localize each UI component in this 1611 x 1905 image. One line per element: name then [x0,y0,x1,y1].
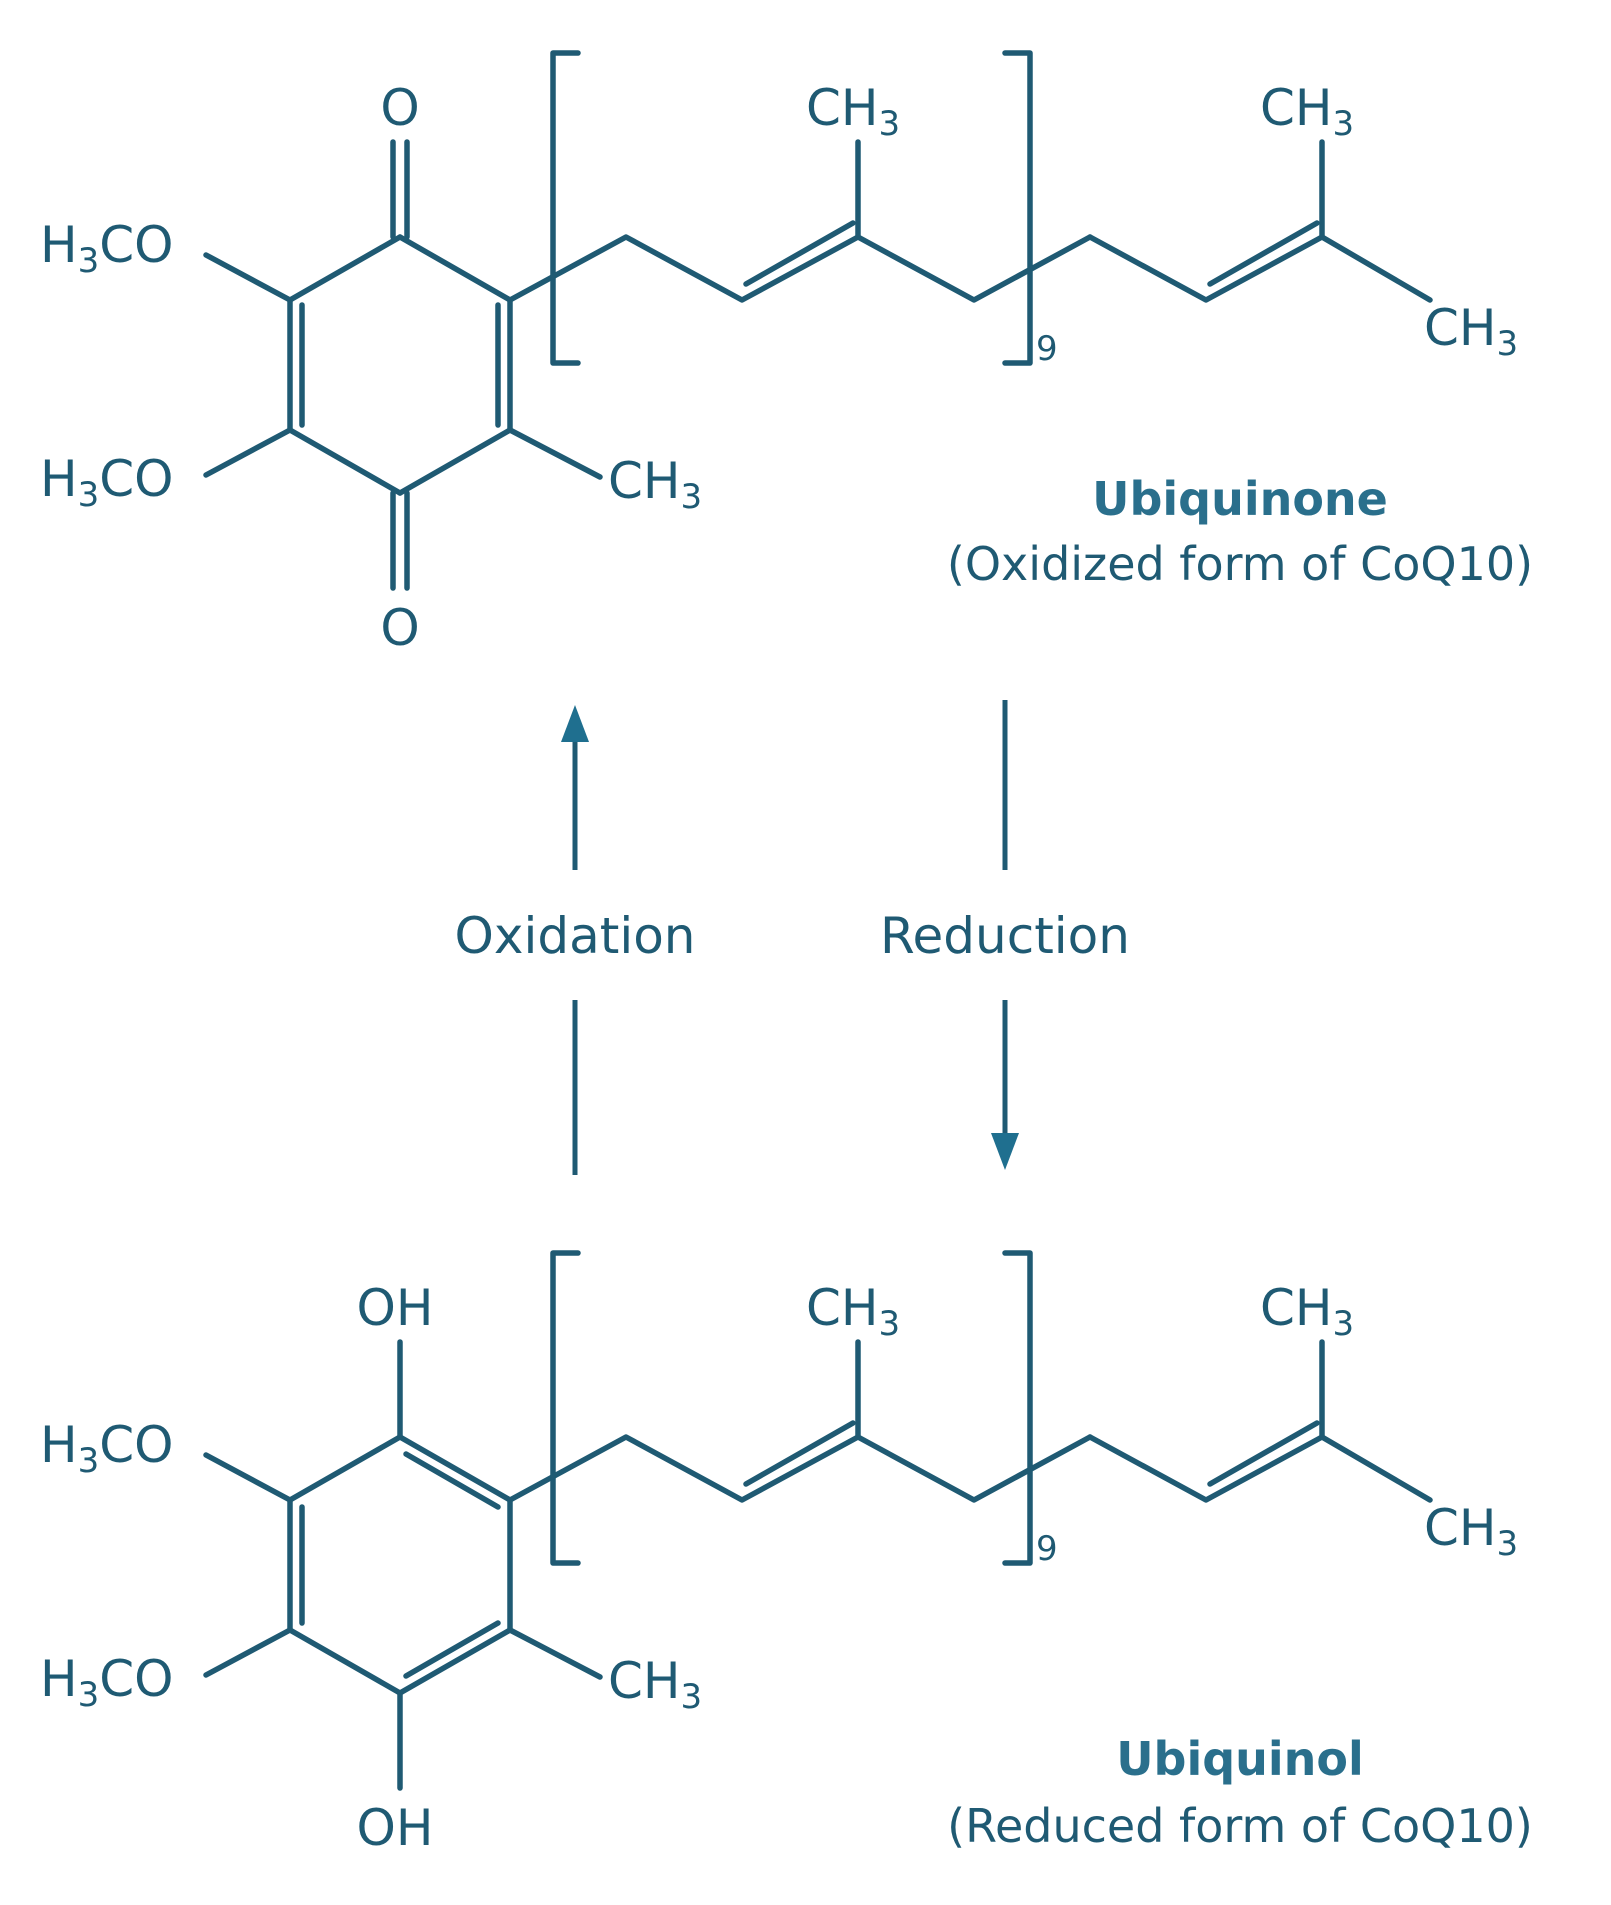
ubiquinol-ring [287,1434,513,1696]
ubiquinone-o-top: O [380,79,419,137]
ubiquinol-isoprene-chain [507,1339,1433,1503]
ubiquinol-ch3-end-top: CH3 [1260,1279,1354,1344]
ubiquinol-subtitle: (Reduced form of CoQ10) [947,1799,1533,1853]
ubiquinol-bracket-right [1002,1250,1033,1566]
ubiquinone-ch3-end-top: CH3 [1260,79,1354,144]
ubiquinone-ch3-end-right: CH3 [1424,299,1518,364]
ubiquinone-ring [287,234,513,496]
ubiquinol-title: Ubiquinol [1116,1732,1364,1786]
ubiquinol-ch3-ring: CH3 [608,1652,702,1717]
ubiquinol-oh-top: OH [357,1279,434,1337]
ubiquinone-bracket-left [550,50,581,366]
ubiquinone-subtitle: (Oxidized form of CoQ10) [947,537,1533,591]
ubiquinone-h3co-lower: H3CO [40,450,174,515]
ubiquinol-h3co-lower: H3CO [40,1650,174,1715]
ubiquinol-ch3-end-right: CH3 [1424,1499,1518,1564]
ubiquinone-h3co-upper: H3CO [40,216,174,281]
ubiquinone-o-bottom: O [380,599,419,657]
reduction-arrow [991,700,1019,1170]
oxidation-label: Oxidation [455,907,696,965]
ubiquinol-oh-bottom: OH [357,1799,434,1857]
ubiquinone-structure: O O H3CO H3CO CH3 CH3 CH3 CH3 9 Ubiquino… [40,50,1533,657]
ubiquinone-isoprene-chain [507,139,1433,303]
ubiquinol-ch3-chain: CH3 [806,1279,900,1344]
ubiquinol-repeat-count: 9 [1036,1529,1058,1569]
ubiquinol-h3co-upper: H3CO [40,1416,174,1481]
oxidation-arrow [561,705,589,1175]
ubiquinone-ch3-ring: CH3 [608,452,702,517]
ubiquinone-ch3-chain: CH3 [806,79,900,144]
reduction-label: Reduction [880,907,1130,965]
ubiquinol-structure: OH OH H3CO H3CO CH3 CH3 CH3 CH3 9 Ubiqui… [40,1250,1533,1857]
ubiquinone-bracket-right [1002,50,1033,366]
ubiquinone-title: Ubiquinone [1092,472,1388,526]
ubiquinol-bracket-left [550,1250,581,1566]
ubiquinone-repeat-count: 9 [1036,329,1058,369]
